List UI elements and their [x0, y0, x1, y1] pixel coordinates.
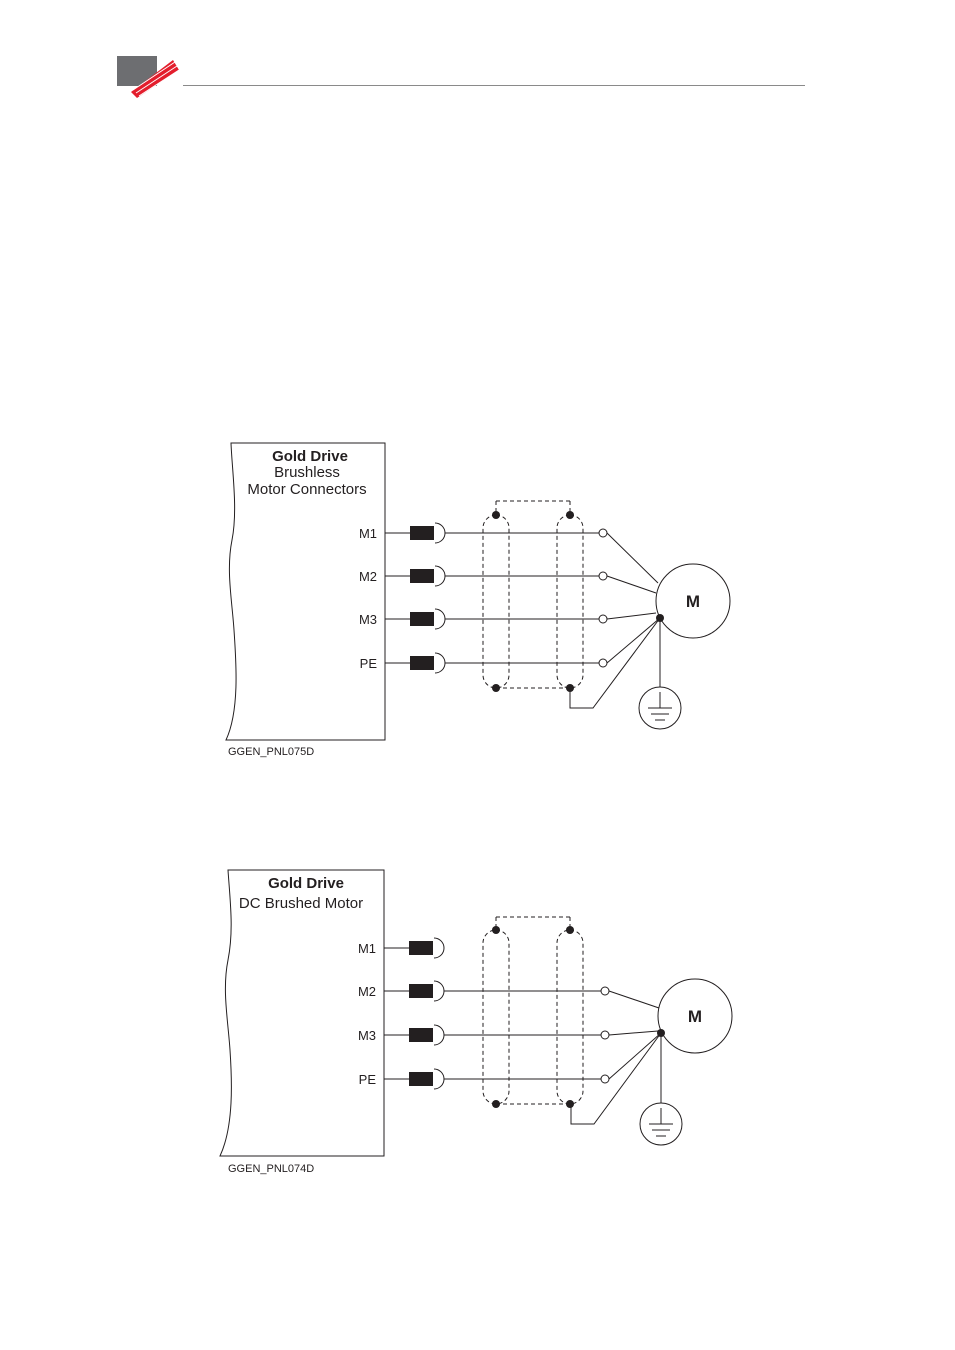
motor: M	[609, 979, 732, 1124]
dc-brushed-wiring-diagram: Gold Drive DC Brushed Motor M1 M2 M3 PE	[0, 860, 955, 1190]
pin-label-m1: M1	[358, 941, 376, 956]
figure-caption: GGEN_PNL074D	[228, 1163, 314, 1175]
drive-title: Gold Drive	[272, 448, 348, 465]
motor: M	[607, 533, 730, 708]
pin-label-m3: M3	[359, 612, 377, 627]
figure-caption: GGEN_PNL075D	[228, 746, 314, 758]
drive-subtitle-line-1: Brushless	[274, 464, 340, 481]
drive-title: Gold Drive	[268, 875, 344, 892]
pin-row-m1: M1	[358, 938, 444, 958]
cable-shield	[483, 501, 660, 708]
pin-row-m3: M3	[359, 609, 607, 629]
ground-symbol-icon	[639, 687, 681, 729]
pin-label-m1: M1	[359, 526, 377, 541]
company-logo-icon	[117, 54, 179, 98]
pin-label-m3: M3	[358, 1028, 376, 1043]
drive-subtitle-line-2: Motor Connectors	[247, 481, 366, 498]
ground-symbol-icon	[640, 1103, 682, 1145]
pin-row-m3: M3	[358, 1025, 609, 1045]
drive-subtitle-line-1: DC Brushed Motor	[239, 895, 363, 912]
motor-label: M	[688, 1007, 702, 1026]
pin-label-m2: M2	[359, 569, 377, 584]
pin-label-m2: M2	[358, 984, 376, 999]
pin-label-pe: PE	[359, 1072, 377, 1087]
pin-row-m1: M1	[359, 523, 607, 543]
pin-label-pe: PE	[360, 656, 378, 671]
drive-box	[220, 870, 384, 1156]
pin-row-m2: M2	[359, 566, 607, 586]
cable-shield	[483, 917, 661, 1124]
brushless-wiring-diagram: Gold Drive Brushless Motor Connectors M1…	[0, 430, 955, 770]
header-rule	[183, 85, 805, 86]
pin-row-pe: PE	[359, 1069, 609, 1089]
motor-label: M	[686, 592, 700, 611]
